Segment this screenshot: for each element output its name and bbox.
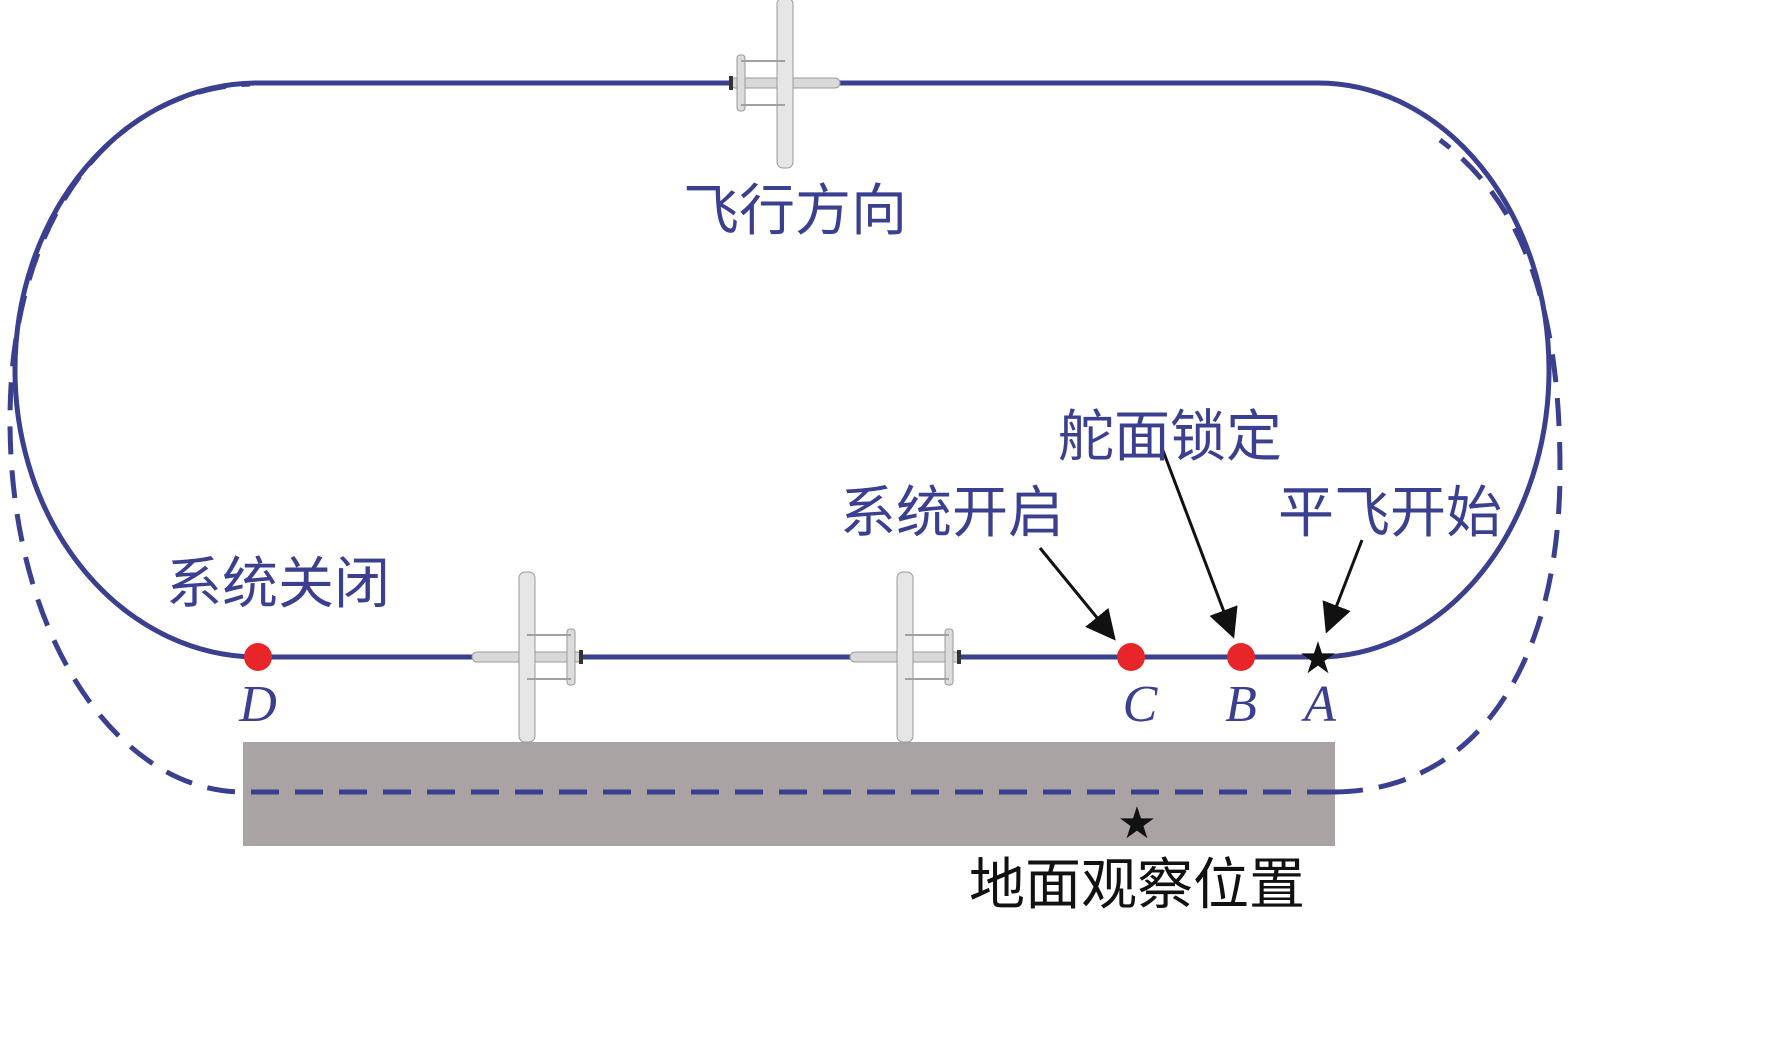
arrow-rudder-lock (1160, 447, 1238, 639)
aircraft-icon-left (471, 571, 584, 743)
system-on-label: 系统开启 (840, 481, 1064, 546)
aircraft-icon-top (728, 0, 841, 169)
point-c-marker (1117, 643, 1145, 671)
point-b-label: B (1225, 676, 1257, 733)
observer-star-icon: ★ (1117, 798, 1156, 849)
flight-direction-label: 飞行方向 (683, 179, 907, 244)
point-c-label: C (1123, 676, 1159, 733)
point-d-marker (244, 643, 272, 671)
ground-observation-label: 地面观察位置 (969, 853, 1305, 918)
rudder-lock-label: 舵面锁定 (1058, 405, 1282, 470)
level-flight-start-label: 平飞开始 (1278, 481, 1502, 546)
point-a-label: A (1301, 676, 1336, 733)
point-b-marker (1227, 643, 1255, 671)
flight-path-loop (12, 80, 1552, 660)
point-d-label: D (238, 676, 277, 733)
arrow-level-flight-start (1322, 539, 1364, 634)
ground-track-dashed-right (1334, 138, 1563, 795)
system-off-label: 系统关闭 (166, 552, 390, 617)
arrow-system-on (1038, 547, 1116, 641)
point-a-star-icon: ★ (1298, 633, 1337, 684)
aircraft-icon-middle (849, 571, 962, 743)
